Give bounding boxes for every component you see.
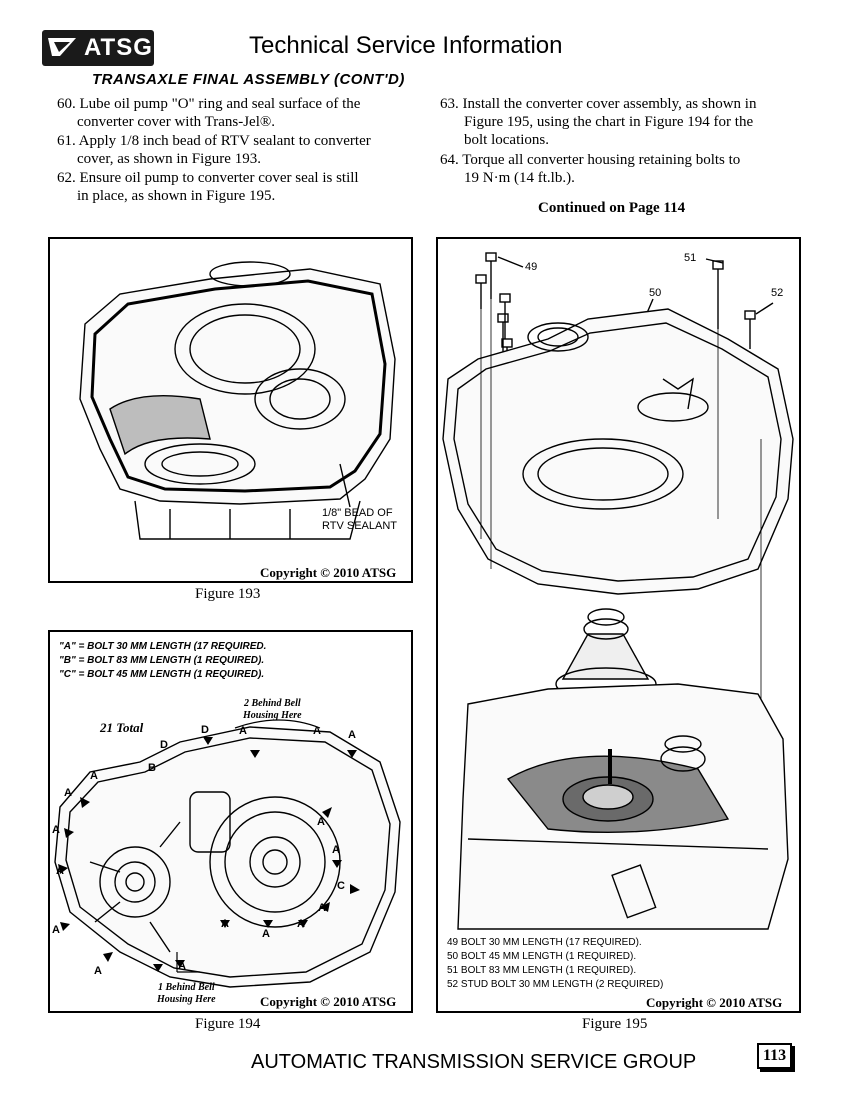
figure-193-caption: Figure 193 xyxy=(195,586,261,602)
section-title: TRANSAXLE FINAL ASSEMBLY (CONT'D) xyxy=(92,71,405,88)
atsg-wing-icon xyxy=(48,38,76,56)
bolt-marker: A xyxy=(56,865,64,877)
footer-text: AUTOMATIC TRANSMISSION SERVICE GROUP xyxy=(251,1051,697,1073)
logo-text: ATSG xyxy=(84,34,153,61)
bolt-marker: A xyxy=(52,924,60,936)
behind-bell-top-note: 2 Behind Bell Housing Here xyxy=(243,698,302,721)
bolt-marker: A xyxy=(221,918,229,930)
legend-c: "C" = BOLT 45 MM LENGTH (1 REQUIRED). xyxy=(59,669,265,680)
legend-50: 50 BOLT 45 MM LENGTH (1 REQUIRED). xyxy=(447,951,637,962)
step-63: 63. Install the converter cover assembly… xyxy=(440,96,757,148)
bolt-marker: D xyxy=(201,724,209,736)
atsg-logo: ATSG xyxy=(42,30,154,66)
page-number: 113 xyxy=(757,1043,793,1069)
callout-51: 51 xyxy=(684,252,697,264)
page-title: Technical Service Information xyxy=(249,32,563,59)
figure-194-caption: Figure 194 xyxy=(195,1016,261,1032)
bolt-marker: A xyxy=(313,725,321,737)
figure-194: "A" = BOLT 30 MM LENGTH (17 REQUIRED. "B… xyxy=(48,630,413,1013)
continued-note: Continued on Page 114 xyxy=(538,200,686,216)
rtv-callout: 1/8" BEAD OF RTV SEALANT xyxy=(322,507,397,532)
bolt-marker: A xyxy=(318,902,326,914)
legend-a: "A" = BOLT 30 MM LENGTH (17 REQUIRED. xyxy=(59,641,267,652)
converter-cover-illustration xyxy=(79,261,396,540)
figure-195-caption: Figure 195 xyxy=(582,1016,648,1032)
figure-195-copyright: Copyright © 2010 ATSG xyxy=(646,995,783,1010)
bolt-marker: A xyxy=(90,770,98,782)
legend-b: "B" = BOLT 83 MM LENGTH (1 REQUIRED). xyxy=(59,655,265,666)
bolt-marker: A xyxy=(239,725,247,737)
step-62: 62. Ensure oil pump to converter cover s… xyxy=(57,170,359,204)
figure-193: 1/8" BEAD OF RTV SEALANT Copyright © 201… xyxy=(48,237,413,583)
legend-49: 49 BOLT 30 MM LENGTH (17 REQUIRED). xyxy=(447,937,642,948)
bolt-legend: "A" = BOLT 30 MM LENGTH (17 REQUIRED. "B… xyxy=(59,640,266,682)
step-64: 64. Torque all converter housing retaini… xyxy=(440,152,741,186)
bolt-marker: A xyxy=(178,960,186,972)
callout-49: 49 xyxy=(525,261,538,273)
callout-52: 52 xyxy=(771,287,784,299)
part-legend: 49 BOLT 30 MM LENGTH (17 REQUIRED). 50 B… xyxy=(447,936,663,992)
legend-52: 52 STUD BOLT 30 MM LENGTH (2 REQUIRED) xyxy=(447,979,664,990)
step-61: 61. Apply 1/8 inch bead of RTV sealant t… xyxy=(57,133,371,167)
bolt-marker: A xyxy=(317,816,325,828)
bolt-marker: A xyxy=(348,729,356,741)
step-60: 60. Lube oil pump "O" ring and seal surf… xyxy=(57,96,361,130)
legend-51: 51 BOLT 83 MM LENGTH (1 REQUIRED). xyxy=(447,965,637,976)
bolt-marker: D xyxy=(160,739,168,751)
exploded-transaxle-illustration xyxy=(442,252,794,930)
bell-housing-illustration xyxy=(54,719,401,988)
figure-195: 49 51 50 52 49 BOLT 30 MM LENGTH (17 REQ… xyxy=(436,237,801,1013)
bolt-marker: A xyxy=(297,918,305,930)
bolt-marker: A xyxy=(262,928,270,940)
bolt-49 xyxy=(485,252,497,299)
behind-bell-bottom-note: 1 Behind Bell Housing Here xyxy=(157,982,216,1005)
callout-50: 50 xyxy=(649,287,662,299)
bolt-marker: C xyxy=(337,880,345,892)
total-count: 21 Total xyxy=(100,720,144,735)
bolt-marker: A xyxy=(64,787,72,799)
bolt-marker: B xyxy=(148,762,156,774)
figure-193-copyright: Copyright © 2010 ATSG xyxy=(260,565,397,580)
figure-194-copyright: Copyright © 2010 ATSG xyxy=(260,994,397,1009)
bolt-marker: A xyxy=(52,824,60,836)
bolt-marker: A xyxy=(332,844,340,856)
bolt-marker: A xyxy=(94,965,102,977)
